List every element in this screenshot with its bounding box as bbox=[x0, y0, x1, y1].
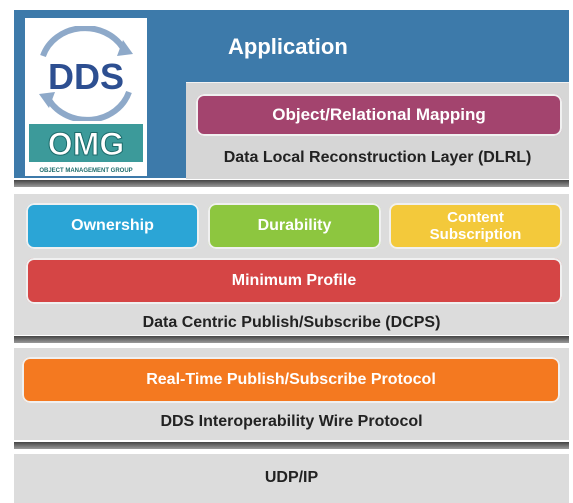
content-subscription-line2: Subscription bbox=[429, 226, 522, 243]
layer-separator bbox=[14, 180, 569, 187]
minimum-profile-block: Minimum Profile bbox=[26, 258, 562, 304]
udp-ip-label: UDP/IP bbox=[264, 469, 319, 486]
layer-separator bbox=[14, 336, 569, 343]
ownership-block: Ownership bbox=[26, 203, 199, 249]
dlrl-layer-label: Data Local Reconstruction Layer (DLRL) bbox=[223, 149, 532, 166]
application-title: Application bbox=[228, 34, 348, 59]
udp-ip-layer bbox=[14, 454, 569, 503]
durability-block: Durability bbox=[208, 203, 381, 249]
omg-logo-subtitle: OBJECT MANAGEMENT GROUP bbox=[39, 168, 132, 174]
dds-logo-text: DDS bbox=[48, 56, 124, 97]
layer-separator bbox=[14, 442, 569, 449]
dds-logo-icon: DDS bbox=[39, 26, 133, 121]
rtps-protocol-block: Real-Time Publish/Subscribe Protocol bbox=[22, 357, 560, 403]
content-subscription-block: Content Subscription bbox=[389, 203, 562, 249]
content-subscription-line1: Content bbox=[447, 208, 504, 226]
dcps-layer-label: Data Centric Publish/Subscribe (DCPS) bbox=[142, 314, 441, 331]
dds-omg-logo: DDS OMG OBJECT MANAGEMENT GROUP bbox=[25, 18, 147, 176]
omg-logo-text: OMG bbox=[48, 126, 124, 162]
omg-logo-icon: OMG OBJECT MANAGEMENT GROUP bbox=[29, 124, 143, 174]
wire-protocol-layer-label: DDS Interoperability Wire Protocol bbox=[160, 413, 423, 430]
object-relational-mapping-block: Object/Relational Mapping bbox=[196, 94, 562, 136]
